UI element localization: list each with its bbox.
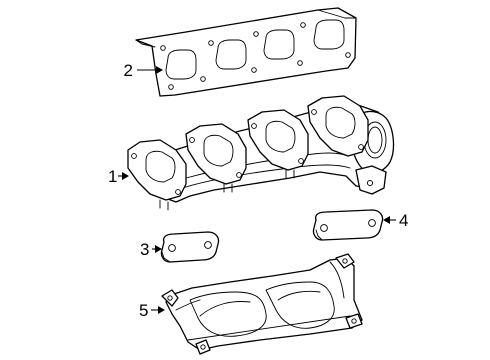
- callout-label-1: 1: [108, 167, 117, 186]
- small-gasket-left: [160, 231, 220, 263]
- manifold-gasket: [135, 7, 357, 97]
- callout-5: 5: [139, 301, 165, 320]
- callout-3: 3: [140, 240, 162, 259]
- callout-4: 4: [383, 211, 408, 230]
- callout-1: 1: [108, 167, 129, 186]
- exhaust-manifold: [127, 95, 395, 211]
- callout-label-5: 5: [139, 301, 148, 320]
- callout-2: 2: [124, 61, 163, 80]
- callout-label-3: 3: [140, 240, 149, 259]
- callout-label-2: 2: [124, 61, 133, 80]
- heat-shield: [161, 253, 363, 355]
- small-gasket-right: [312, 209, 384, 241]
- callout-label-4: 4: [399, 211, 408, 230]
